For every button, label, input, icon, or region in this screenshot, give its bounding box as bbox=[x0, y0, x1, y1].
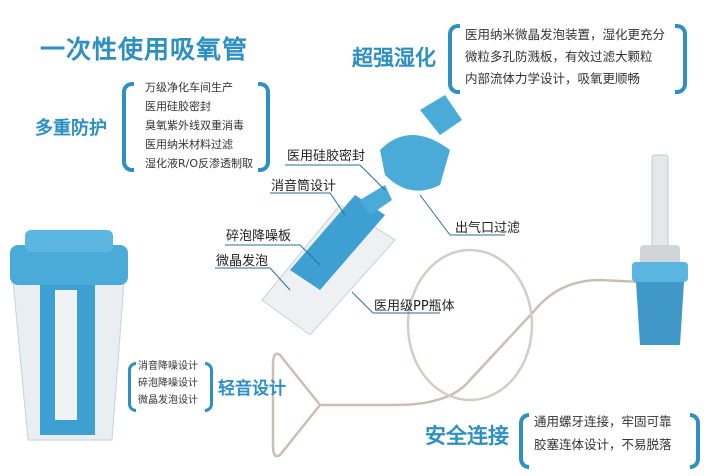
quiet-list: 消音降噪设计 碎泡降噪设计 微晶发泡设计 bbox=[138, 358, 198, 409]
safety-heading: 安全连接 bbox=[425, 424, 509, 448]
safety-list: 通用螺牙连接，牢固可靠 胶塞连体设计，不易脱落 bbox=[534, 410, 672, 456]
protection-item: 臭氧紫外线双重消毒 bbox=[145, 119, 244, 132]
quiet-item: 消音降噪设计 bbox=[138, 361, 198, 372]
leader-lines bbox=[215, 164, 505, 314]
protection-item: 医用纳米材料过滤 bbox=[145, 138, 233, 151]
brace-right bbox=[675, 24, 687, 94]
bottle-cutaway-icon bbox=[10, 230, 128, 441]
protection-heading: 多重防护 bbox=[35, 118, 107, 139]
protection-item: 湿化液R/O反渗透制取 bbox=[145, 157, 254, 170]
page-title: 一次性使用吸氧管 bbox=[40, 35, 249, 64]
oxygen-tube-icon bbox=[271, 248, 641, 458]
safety-item: 通用螺牙连接，牢固可靠 bbox=[534, 414, 672, 429]
brace-right bbox=[205, 362, 213, 412]
protection-item: 医用硅胶密封 bbox=[145, 100, 211, 113]
protection-list: 万级净化车间生产 医用硅胶密封 臭氧紫外线双重消毒 医用纳米材料过滤 湿化液R/… bbox=[145, 78, 253, 173]
humidify-item: 医用纳米微晶发泡装置，湿化更充分 bbox=[465, 27, 666, 42]
brace-right bbox=[258, 82, 270, 172]
humidify-item: 内部流体力学设计，吸氧更顺畅 bbox=[465, 71, 641, 86]
exploded-bottle-icon bbox=[261, 95, 462, 336]
label-micro-foam: 微晶发泡 bbox=[216, 254, 269, 269]
label-bubble-plate: 碎泡降噪板 bbox=[226, 229, 292, 244]
safety-item: 胶塞连体设计，不易脱落 bbox=[534, 437, 672, 452]
label-outlet-filter: 出气口过滤 bbox=[455, 221, 521, 236]
brace-left bbox=[122, 82, 134, 172]
brace-right bbox=[690, 413, 700, 469]
quiet-item: 碎泡降噪设计 bbox=[138, 378, 198, 389]
label-silicone-seal: 医用硅胶密封 bbox=[287, 149, 366, 164]
brace-left bbox=[448, 24, 460, 94]
protection-item: 万级净化车间生产 bbox=[145, 81, 233, 94]
brace-left bbox=[128, 362, 136, 412]
flowmeter-humidifier-icon bbox=[632, 154, 688, 345]
quiet-item: 微晶发泡设计 bbox=[138, 395, 198, 406]
brace-left bbox=[519, 413, 529, 469]
label-silencer: 消音筒设计 bbox=[271, 179, 337, 194]
humidify-item: 微粒多孔防溅板，有效过滤大颗粒 bbox=[465, 49, 653, 64]
quiet-heading: 轻音设计 bbox=[218, 379, 286, 399]
humidify-heading: 超强湿化 bbox=[352, 46, 436, 70]
label-pp-bottle: 医用级PP瓶体 bbox=[374, 299, 455, 314]
humidify-list: 医用纳米微晶发泡装置，湿化更充分 微粒多孔防溅板，有效过滤大颗粒 内部流体力学设… bbox=[465, 24, 665, 90]
